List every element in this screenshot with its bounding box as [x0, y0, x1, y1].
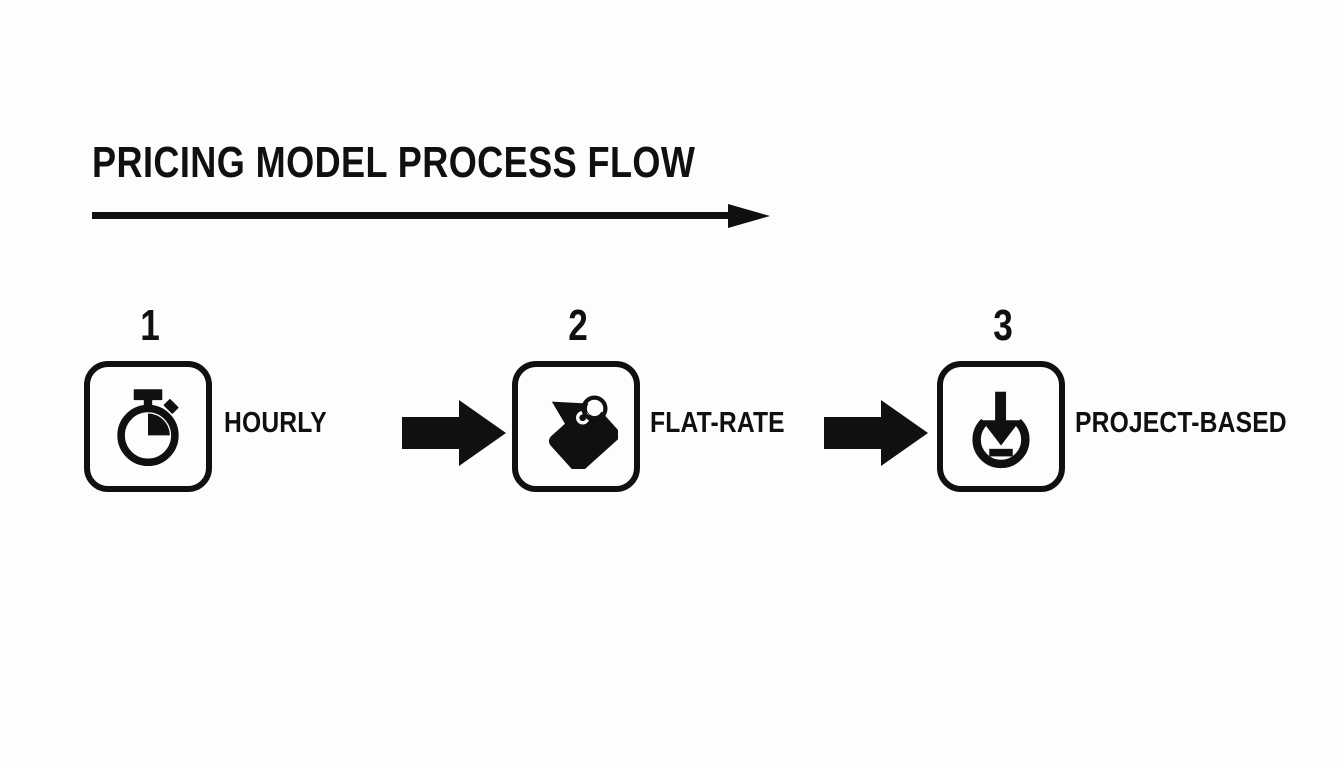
step-icon-frame[interactable]: [84, 361, 212, 492]
step-number: 1: [140, 301, 160, 350]
step-label: HOURLY: [224, 407, 327, 439]
block-arrow-right-icon: [824, 400, 928, 466]
step-label: PROJECT-BASED: [1075, 407, 1287, 439]
price-tag-icon: [549, 395, 618, 469]
flow-step-flat-rate[interactable]: 2 FLAT-RATE: [512, 300, 792, 510]
stopwatch-icon: [117, 388, 179, 466]
process-flow-row: 1 HOURLY: [0, 300, 1344, 510]
flow-step-hourly[interactable]: 1 HOURLY: [84, 300, 344, 510]
right-arrow-icon: [92, 204, 770, 228]
title-block: PRICING MODEL PROCESS FLOW: [92, 138, 792, 228]
page-title: PRICING MODEL PROCESS FLOW: [92, 138, 696, 187]
step-number: 3: [993, 301, 1013, 350]
step-icon-frame[interactable]: [937, 361, 1065, 492]
step-label: FLAT-RATE: [650, 407, 785, 439]
flow-step-project-based[interactable]: 3 PROJECT-BASED: [937, 300, 1287, 510]
download-icon: [972, 391, 1030, 468]
block-arrow-right-icon: [402, 400, 506, 466]
step-icon-frame[interactable]: [512, 361, 640, 492]
step-number: 2: [568, 301, 588, 350]
